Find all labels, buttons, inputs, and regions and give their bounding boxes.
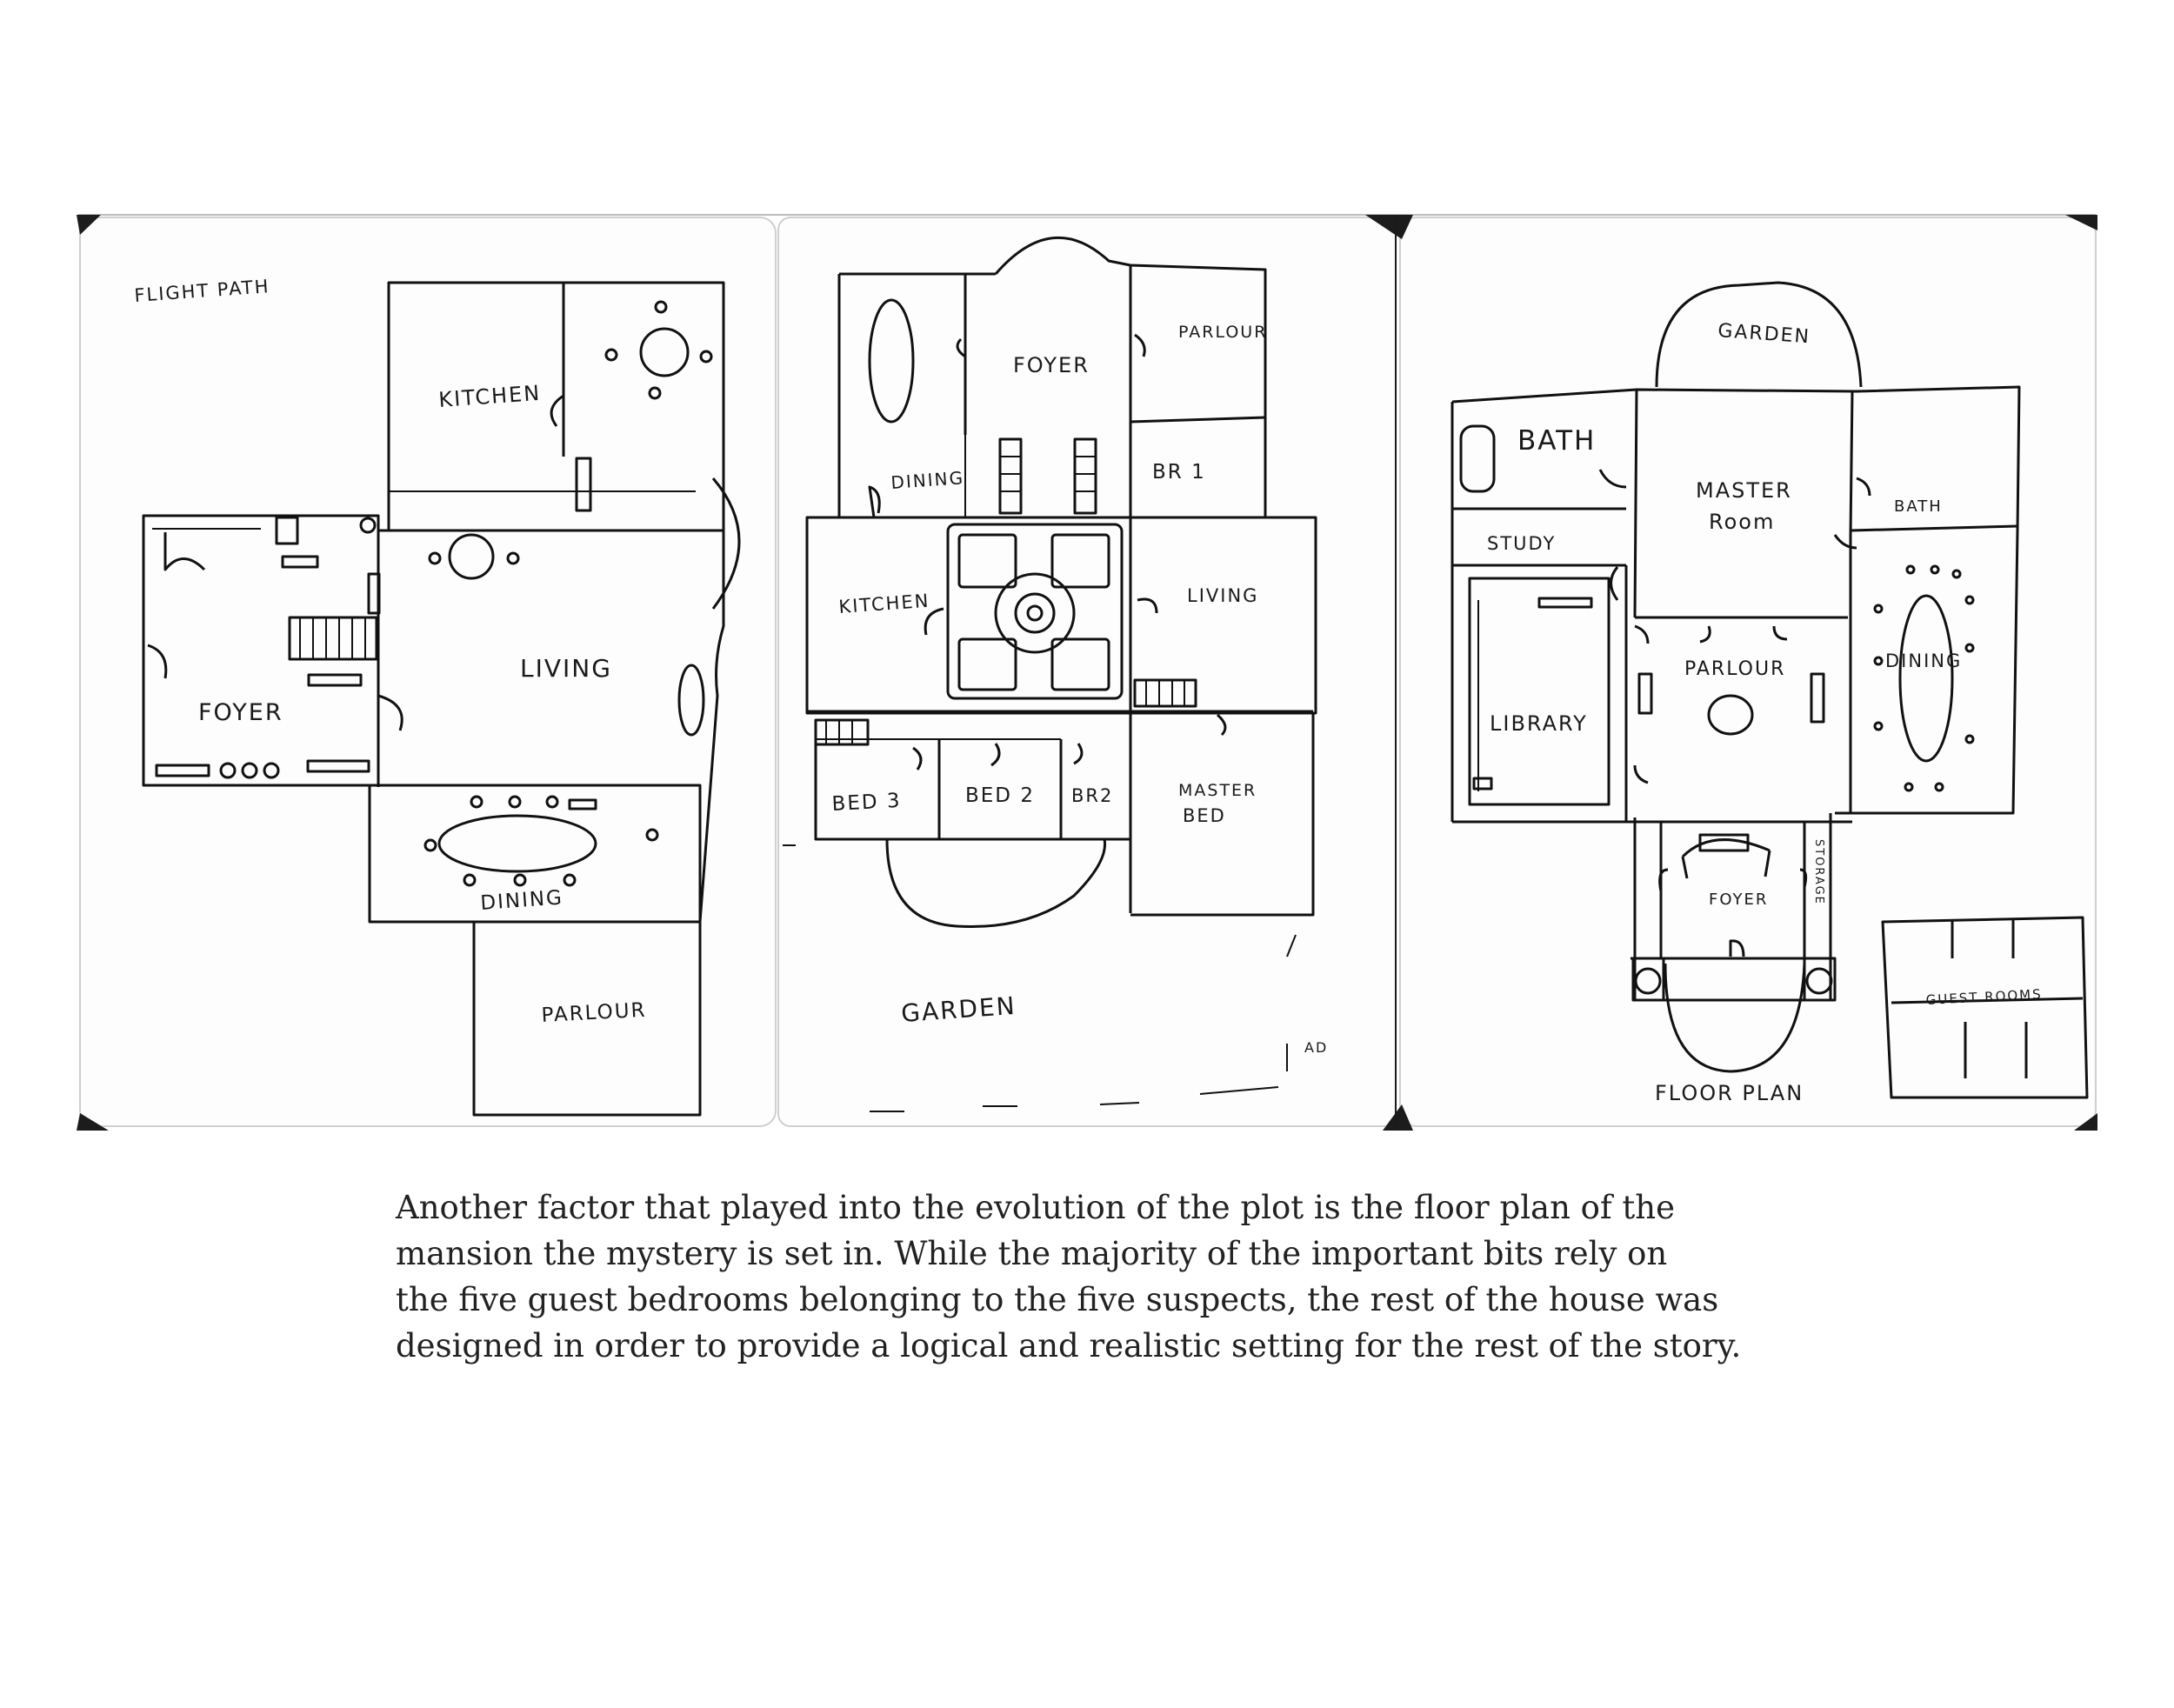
master-room-label-line1: MASTER — [1696, 478, 1792, 503]
living-label: LIVING — [520, 654, 612, 683]
bed2-label: BED 2 — [965, 784, 1035, 807]
sketch-1-plan — [142, 281, 741, 1117]
dining-label-3: DINING — [1885, 651, 1962, 671]
bath-right-label: BATH — [1894, 497, 1943, 516]
master-bed-label-line2: BED — [1183, 805, 1226, 826]
caption-line-4: designed in order to provide a logical a… — [396, 1327, 1742, 1364]
caption-line-2: mansion the mystery is set in. While the… — [396, 1235, 1668, 1272]
foyer-label: FOYER — [198, 699, 283, 726]
foyer-label-3: FOYER — [1709, 891, 1768, 909]
bed3-label: BED 3 — [831, 790, 902, 816]
caption-paragraph: Another factor that played into the evol… — [396, 1184, 1874, 1369]
sketch-3-plan — [1450, 281, 2089, 1099]
sketch-2-plan — [783, 236, 1317, 1112]
living-label-2: LIVING — [1187, 585, 1258, 606]
notebook-pages — [78, 214, 2097, 1127]
artist-initials: AD — [1304, 1039, 1328, 1056]
study-label: STUDY — [1487, 533, 1556, 554]
sketch-3-labels: GARDEN BATH MASTER Room BATH STUDY LIBRA… — [1487, 320, 2043, 1105]
floor-plan-label: FLOOR PLAN — [1655, 1081, 1804, 1105]
library-label: LIBRARY — [1490, 711, 1588, 736]
bath-label: BATH — [1517, 425, 1596, 457]
br2-label: BR2 — [1071, 785, 1113, 806]
foyer-label-2: FOYER — [1013, 353, 1090, 377]
caption-line-3: the five guest bedrooms belonging to the… — [396, 1281, 1719, 1318]
master-bed-label-line1: MASTER — [1178, 781, 1257, 800]
storage-label: STORAGE — [1812, 839, 1825, 905]
dining-label-2: DINING — [890, 467, 965, 493]
parlour-label-3: PARLOUR — [1684, 658, 1785, 680]
binding-shadows — [77, 215, 2097, 1131]
parlour-label: PARLOUR — [541, 999, 647, 1027]
caption-line-1: Another factor that played into the evol… — [396, 1189, 1676, 1226]
master-room-label-line2: Room — [1709, 510, 1775, 534]
br1-label: BR 1 — [1152, 461, 1206, 484]
parlour-label-2: PARLOUR — [1178, 323, 1267, 342]
